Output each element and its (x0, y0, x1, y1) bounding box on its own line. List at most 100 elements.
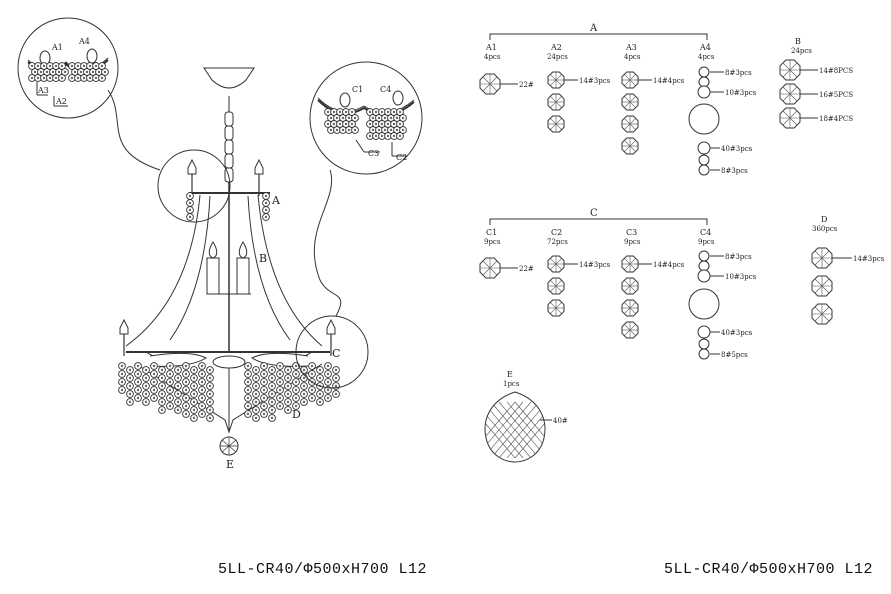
connector-cables (107, 89, 342, 317)
group-b: B 24pcs 14#8PCS 16#5PCS 18#4PCS (779, 37, 853, 129)
crystal-bead (182, 386, 190, 394)
crystal-bead (118, 370, 126, 378)
crystal-bead (252, 366, 260, 374)
detail-label-c4: C4 (380, 85, 391, 94)
crystal-bead (134, 370, 142, 378)
part-column: C2 72pcs 14#3pcs (547, 228, 611, 317)
label-e: E (226, 458, 234, 471)
crystal-bead (182, 362, 190, 370)
part-id: D (821, 215, 827, 224)
crystal-bead (198, 410, 206, 418)
label-b: B (259, 252, 267, 265)
crystal-bead (262, 206, 270, 214)
part-qty: 4pcs (624, 53, 641, 61)
crystal-bead (308, 394, 316, 402)
crystal-bead (300, 390, 308, 398)
crystal-bead (260, 362, 268, 370)
crystal-bead (260, 402, 268, 410)
part-note: 14#3pcs (579, 77, 611, 85)
detail-label-a4: A4 (78, 37, 90, 46)
crystal-bead (316, 390, 324, 398)
crystal-bead (174, 406, 182, 414)
part-note: 8#3pcs (721, 167, 748, 175)
crystal-bead (300, 382, 308, 390)
crystal-bead (252, 414, 260, 422)
caption-left: 5LL-CR40/Φ500xH700 L12 (218, 561, 428, 578)
crystal-bead (244, 370, 252, 378)
crystal-bead (268, 414, 276, 422)
crystal-bead (260, 378, 268, 386)
crystal-bead (276, 362, 284, 370)
crystal-bead (150, 378, 158, 386)
detail-label-a3: A3 (37, 86, 49, 95)
crystal-bead (316, 374, 324, 382)
crystal-bead (262, 192, 270, 200)
crystal-bead (324, 370, 332, 378)
crystal-bead (276, 378, 284, 386)
crystal-bead (190, 398, 198, 406)
crystal-bead (260, 386, 268, 394)
crystal-bead (118, 378, 126, 386)
crystal-bead (284, 406, 292, 414)
group-e: E 1pcs 40# (484, 370, 568, 463)
crystal-bead (308, 362, 316, 370)
crystal-bead (158, 366, 166, 374)
crystal-bead (244, 386, 252, 394)
crystal-bead (206, 366, 214, 374)
crystal-bead (262, 199, 270, 207)
crystal-bead (244, 362, 252, 370)
crystal-bead (98, 74, 106, 82)
crystal-bead (126, 374, 134, 382)
crystal-bead (316, 366, 324, 374)
group-a-label: A (589, 23, 598, 34)
part-id: A2 (550, 43, 562, 52)
part-qty: 360pcs (812, 225, 838, 233)
part-column: A1 4pcs 22# (479, 43, 534, 95)
crystal-bead (268, 382, 276, 390)
label-a: A (271, 194, 281, 207)
part-column: A3 4pcs 14#4pcs (621, 43, 685, 155)
crystal-bead (316, 398, 324, 406)
crystal-bead (198, 362, 206, 370)
part-note: 40#3pcs (721, 145, 753, 153)
detail-label-c1: C1 (352, 85, 363, 94)
part-note: 22# (519, 265, 534, 273)
crystal-bead (166, 386, 174, 394)
crystal-bead (182, 370, 190, 378)
crystal-bead (150, 362, 158, 370)
part-note: 16#5PCS (819, 91, 853, 99)
crystal-bead (268, 366, 276, 374)
crystal-bead (276, 370, 284, 378)
crystal-bead (252, 398, 260, 406)
crystal-bead (158, 406, 166, 414)
crystal-bead (166, 362, 174, 370)
crystal-bead (206, 414, 214, 422)
part-column: C1 9pcs 22# (479, 228, 534, 279)
group-a: A A1 4pcs 22# A2 24pcs 14#3pcs A3 4pcs (479, 23, 757, 176)
crystal-bead (126, 382, 134, 390)
crystal-bead (284, 374, 292, 382)
part-id: C4 (700, 228, 711, 237)
detail-label-a2: A2 (55, 97, 67, 106)
crystal-bead (324, 378, 332, 386)
crystal-bead (166, 378, 174, 386)
part-id: A4 (699, 43, 711, 52)
part-qty: 1pcs (503, 380, 520, 388)
part-note: 22# (519, 81, 534, 89)
crystal-bead (190, 414, 198, 422)
facet-line (506, 401, 545, 459)
crystal-bead (186, 206, 194, 214)
crystal-bead (182, 394, 190, 402)
part-qty: 4pcs (698, 53, 715, 61)
crystal-bead (174, 390, 182, 398)
crystal-bead (244, 402, 252, 410)
crystal-bead (300, 374, 308, 382)
crystal-bead (252, 382, 260, 390)
crystal-bead (244, 410, 252, 418)
crystal-bead (324, 394, 332, 402)
crystal-bead (268, 374, 276, 382)
crystal-bead (190, 374, 198, 382)
part-qty: 24pcs (547, 53, 568, 61)
crystal-bead (134, 378, 142, 386)
crystal-bead (58, 74, 66, 82)
